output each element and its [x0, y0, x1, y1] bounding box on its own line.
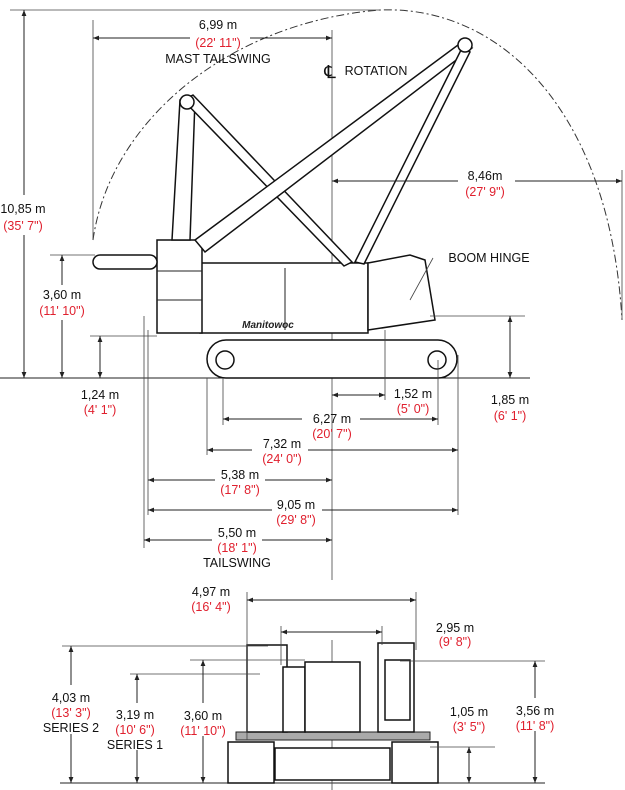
mast-height-metric: 3,60 m — [43, 288, 81, 302]
boom-hinge-label: BOOM HINGE — [448, 251, 529, 265]
hinge-offset-metric: 1,52 m — [394, 387, 432, 401]
cab-height-metric: 3,56 m — [516, 704, 554, 718]
crane-side-drawing: Manitowoc — [92, 37, 474, 379]
upper-body — [199, 262, 369, 334]
tailswing-imperial: (18' 1") — [217, 541, 256, 555]
counterweight-clearance-metric: 1,24 m — [81, 388, 119, 402]
series1-height-metric: 3,19 m — [116, 708, 154, 722]
counterweight — [156, 239, 203, 334]
mast-tailswing-metric: 6,99 m — [199, 18, 237, 32]
tailswing-label: TAILSWING — [203, 556, 271, 570]
series1-label: SERIES 1 — [107, 738, 163, 752]
tumbler-centers-metric: 6,27 m — [313, 412, 351, 426]
rotation-label: ROTATION — [345, 64, 408, 78]
left-track — [227, 741, 275, 784]
manitowoc-logo: Manitowoc — [242, 320, 294, 331]
mast-lowered — [92, 254, 158, 270]
operator-cab — [367, 254, 436, 331]
extension-lines — [10, 9, 623, 548]
boom-radius-metric: 8,46m — [468, 169, 503, 183]
engine-module — [304, 661, 361, 733]
carbody — [274, 747, 391, 781]
boom-radius-imperial: (27' 9") — [465, 185, 504, 199]
dimension-lines — [21, 10, 622, 543]
turntable — [235, 731, 431, 741]
series1-height-imperial: (10' 6") — [115, 723, 154, 737]
crawler-track — [206, 339, 458, 379]
series2-height-metric: 4,03 m — [52, 691, 90, 705]
hinge-height-metric: 1,85 m — [491, 393, 529, 407]
mast-height-imperial: (11' 10") — [39, 304, 85, 318]
overall-height-imperial: (35' 7") — [3, 219, 42, 233]
mast-column — [246, 644, 288, 733]
track-length-metric: 7,32 m — [263, 437, 301, 451]
cab-height-imperial: (11' 8") — [516, 719, 555, 733]
tailswing-metric: 5,50 m — [218, 526, 256, 540]
boom-swing-arc — [92, 9, 623, 321]
right-track — [391, 741, 439, 784]
rear-to-center-imperial: (17' 8") — [220, 483, 259, 497]
front-mast-height-imperial: (11' 10") — [180, 724, 226, 738]
centerline-symbol: ℄ — [323, 62, 336, 82]
hinge-height-imperial: (6' 1") — [494, 409, 527, 423]
front-view: 4,97 m (16' 4") 2,95 m (9' 8") 4,03 m (1… — [43, 585, 554, 790]
mast — [171, 99, 196, 241]
hinge-offset-imperial: (5' 0") — [397, 402, 430, 416]
track-length-imperial: (24' 0") — [262, 452, 301, 466]
counterweight-clearance-imperial: (4' 1") — [84, 403, 117, 417]
crane-front-drawing — [227, 642, 439, 784]
series2-height-imperial: (13' 3") — [51, 706, 90, 720]
mast-tailswing-label: MAST TAILSWING — [165, 52, 271, 66]
overall-height-metric: 10,85 m — [0, 202, 45, 216]
side-view: Manitowoc — [0, 9, 623, 580]
front-dimension-lines — [68, 597, 538, 783]
upper-width-imperial: (9' 8") — [439, 635, 472, 649]
overall-width-imperial: (16' 4") — [191, 600, 230, 614]
front-mast-height-metric: 3,60 m — [184, 709, 222, 723]
ground-clearance-metric: 1,05 m — [450, 705, 488, 719]
overall-length-imperial: (29' 8") — [276, 513, 315, 527]
overall-length-metric: 9,05 m — [277, 498, 315, 512]
ground-clearance-imperial: (3' 5") — [453, 720, 486, 734]
overall-width-metric: 4,97 m — [192, 585, 230, 599]
tumbler-centers-imperial: (20' 7") — [312, 427, 351, 441]
rear-to-center-metric: 5,38 m — [221, 468, 259, 482]
series2-label: SERIES 2 — [43, 721, 99, 735]
mast-tailswing-imperial: (22' 11") — [195, 36, 241, 50]
upper-width-metric: 2,95 m — [436, 621, 474, 635]
boom-pendant — [353, 46, 472, 265]
